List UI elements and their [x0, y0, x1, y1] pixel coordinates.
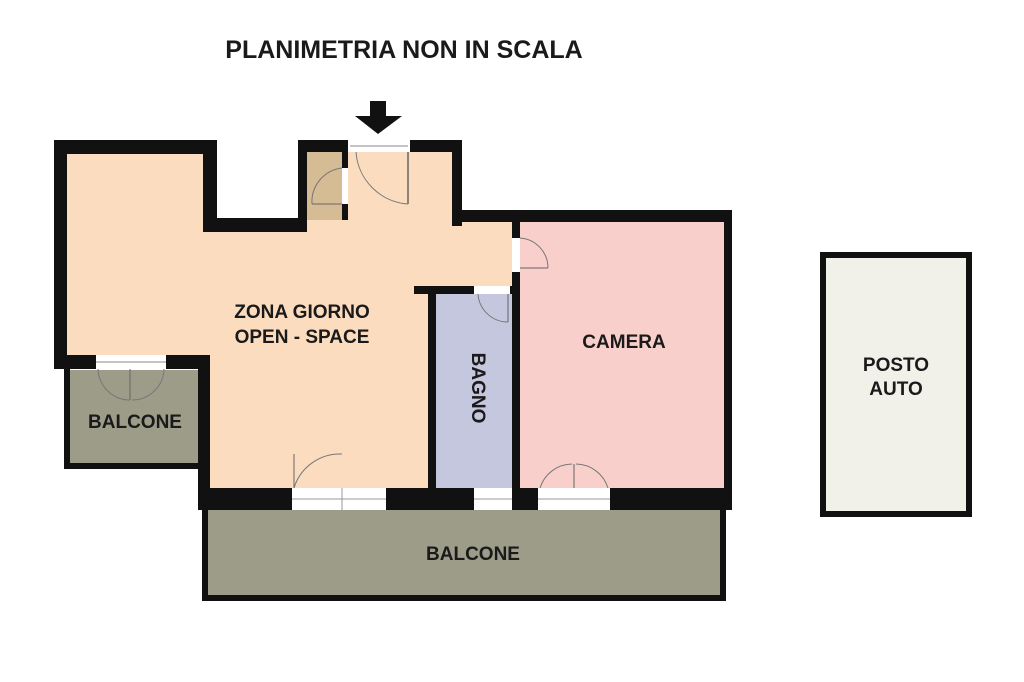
bagno-label: BAGNO: [467, 353, 488, 424]
balcone-bottom-floor: [204, 507, 724, 597]
camera-label: CAMERA: [582, 332, 666, 353]
entrance-arrow-icon: [355, 101, 402, 134]
posto-auto-label-2: AUTO: [869, 379, 922, 400]
zona-giorno-floor: [62, 148, 518, 495]
balcone-left-label: BALCONE: [88, 412, 182, 433]
ripostiglio-floor: [305, 150, 348, 220]
balcone-left-floor: [66, 370, 200, 466]
balcone-bottom-label: BALCONE: [426, 544, 520, 565]
zona-giorno-label-1: ZONA GIORNO: [234, 302, 369, 323]
posto-auto-floor: [824, 256, 968, 513]
camera-floor: [518, 220, 726, 492]
page-title: PLANIMETRIA NON IN SCALA: [225, 36, 582, 64]
doors-windows: [96, 140, 610, 510]
posto-auto-label-1: POSTO: [863, 355, 929, 376]
zona-giorno-label-2: OPEN - SPACE: [235, 327, 370, 348]
bagno-floor: [432, 292, 516, 492]
